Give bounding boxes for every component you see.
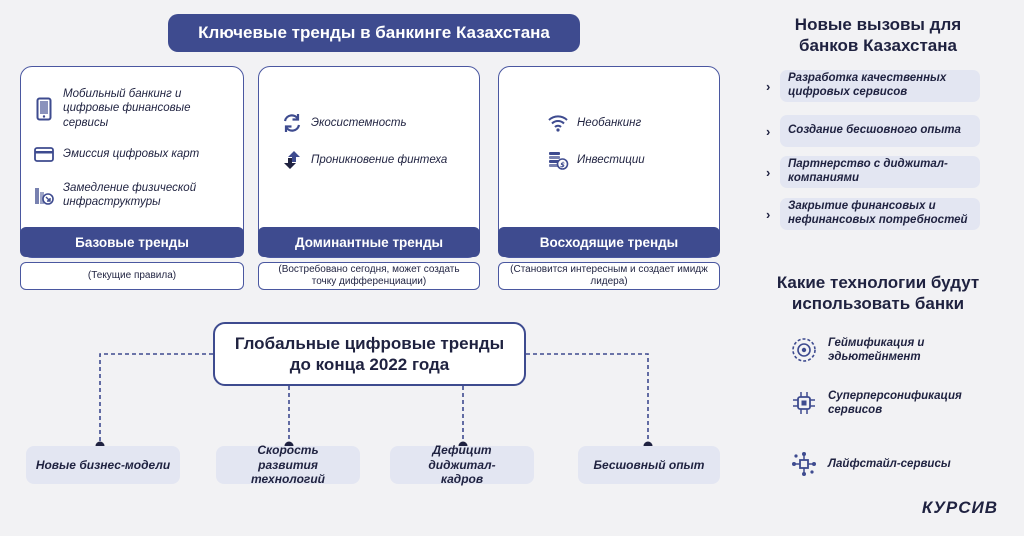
svg-text:$: $ bbox=[560, 161, 565, 169]
chevron-right-icon: › bbox=[766, 164, 771, 180]
trend-item: Замедление физической инфраструктуры bbox=[33, 181, 233, 210]
global-item-tech-speed: Скорость развития технологий bbox=[216, 443, 360, 486]
trend-card-rising: Необанкинг $ Инвестиции bbox=[498, 66, 720, 258]
global-title-line2: до конца 2022 года bbox=[289, 355, 450, 374]
tech-title: Какие технологии будут использовать банк… bbox=[776, 273, 980, 314]
challenge-item: › Разработка качественных цифровых серви… bbox=[766, 70, 980, 102]
trend-item: Мобильный банкинг и цифровые финансовые … bbox=[33, 87, 233, 130]
column-note-rising: (Становится интересным и создает имидж л… bbox=[498, 262, 720, 290]
trend-item: $ Инвестиции bbox=[547, 149, 707, 171]
refresh-icon bbox=[281, 112, 303, 134]
main-title: Ключевые тренды в банкинге Казахстана bbox=[168, 14, 580, 52]
tech-item: Суперперсонификация сервисов bbox=[790, 389, 968, 418]
network-icon bbox=[790, 450, 818, 478]
challenge-item: › Закрытие финансовых и нефинансовых пот… bbox=[766, 198, 980, 230]
column-header-rising: Восходящие тренды bbox=[498, 227, 720, 257]
arrows-updown-icon bbox=[281, 149, 303, 171]
kursiv-logo: КУРСИВ bbox=[921, 498, 998, 517]
declining-chart-icon bbox=[33, 184, 55, 206]
global-item-talent-deficit: Дефицит диджитал-кадров bbox=[390, 443, 534, 486]
challenge-item: › Создание бесшовного опыта bbox=[766, 115, 980, 147]
chevron-right-icon: › bbox=[766, 206, 771, 222]
column-note-basic: (Текущие правила) bbox=[20, 262, 244, 290]
trend-card-basic: Мобильный банкинг и цифровые финансовые … bbox=[20, 66, 244, 258]
global-title-line1: Глобальные цифровые тренды bbox=[234, 333, 505, 353]
coins-icon: $ bbox=[547, 149, 569, 171]
tech-item: Лайфстайл-сервисы bbox=[790, 450, 951, 478]
trend-item: Экосистемность bbox=[281, 112, 471, 134]
global-item-business-models: Новые бизнес-модели bbox=[26, 446, 180, 484]
tech-item: Геймификация и эдьютейнмент bbox=[790, 336, 948, 365]
challenges-title: Новые вызовы для банков Казахстана bbox=[794, 15, 962, 56]
wifi-icon bbox=[547, 112, 569, 134]
card-icon bbox=[33, 143, 55, 165]
smartphone-icon bbox=[33, 97, 55, 121]
challenge-item: › Партнерство с диджитал-компаниями bbox=[766, 156, 980, 188]
column-header-basic: Базовые тренды bbox=[20, 227, 244, 257]
trend-item: Необанкинг bbox=[547, 112, 707, 134]
chevron-right-icon: › bbox=[766, 78, 771, 94]
trend-item: Эмиссия цифровых карт bbox=[33, 143, 233, 165]
gamification-icon bbox=[790, 336, 818, 364]
global-item-seamless: Бесшовный опыт bbox=[578, 446, 720, 484]
column-note-dominant: (Востребовано сегодня, может создать точ… bbox=[258, 262, 480, 290]
column-header-dominant: Доминантные тренды bbox=[258, 227, 480, 257]
chip-icon bbox=[790, 389, 818, 417]
trend-item: Проникновение финтеха bbox=[281, 149, 471, 171]
chevron-right-icon: › bbox=[766, 123, 771, 139]
trend-card-dominant: Экосистемность Проникновение финтеха bbox=[258, 66, 480, 258]
global-trends-box: Глобальные цифровые тренды до конца 2022… bbox=[213, 322, 526, 386]
